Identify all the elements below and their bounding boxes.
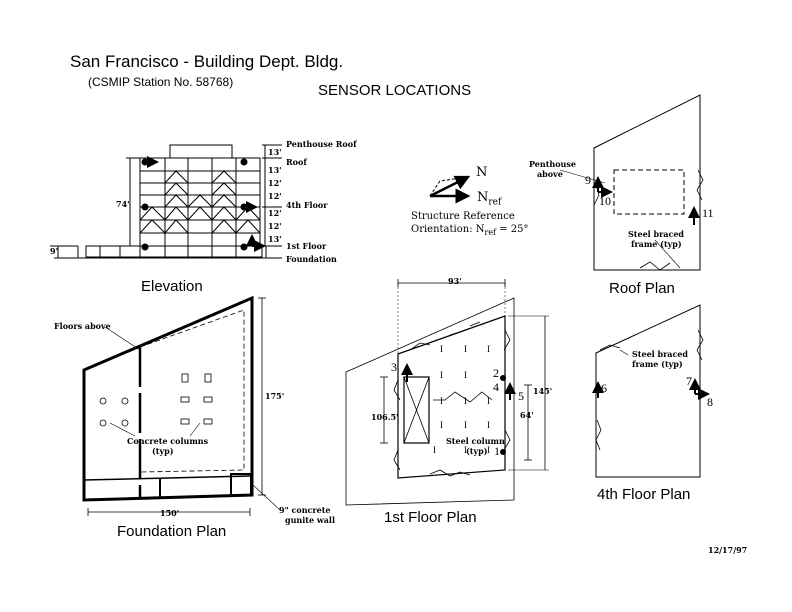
- page-title: San Francisco - Building Dept. Bldg.: [70, 52, 344, 71]
- level-label-penthouse-roof: Penthouse Roof: [286, 139, 357, 149]
- north-label: N: [476, 165, 488, 180]
- first-floor-left-dim: 106.5': [371, 412, 399, 422]
- svg-text:I: I: [464, 344, 467, 354]
- first-floor-inner-dim: 64': [520, 410, 534, 420]
- roof-brace-label-1: Steel braced: [628, 229, 685, 239]
- core-box: [403, 376, 430, 444]
- steel-column-label: Steel column: [446, 436, 505, 446]
- foundation-plan-drawing: [82, 295, 281, 516]
- story-height-1: 13': [268, 147, 282, 157]
- structure-reference-line2: Orientation: Nref = 25°: [411, 224, 529, 237]
- penthouse-outline: [613, 169, 685, 215]
- sensor-11-label: 11: [702, 206, 714, 220]
- penthouse-above-label: above: [537, 169, 563, 179]
- svg-text:I: I: [440, 344, 443, 354]
- foundation-columns: [99, 373, 213, 427]
- roof-plan-caption: Roof Plan: [609, 280, 675, 297]
- roof-sensors: [592, 176, 700, 225]
- structure-reference-line1: Structure Reference: [411, 211, 515, 222]
- level-label-4th-floor: 4th Floor: [286, 200, 328, 210]
- elevation-drawing: [50, 144, 282, 259]
- sensor-3-label: 3: [391, 360, 397, 374]
- nref-label: Nref: [477, 190, 502, 208]
- first-floor-top-dim: 93': [448, 276, 462, 286]
- orientation-arrows: [429, 175, 471, 204]
- penthouse-block: [169, 144, 233, 159]
- first-floor-sensors: [401, 363, 516, 455]
- story-height-7: 13': [268, 234, 282, 244]
- svg-text:I: I: [440, 370, 443, 380]
- sensor-4-label: 4: [493, 380, 499, 394]
- first-floor-plan-caption: 1st Floor Plan: [384, 509, 477, 526]
- sensor-6-label: 6: [601, 381, 607, 395]
- drawing-date: 12/17/97: [708, 545, 748, 555]
- fourth-brace-label-1: Steel braced: [632, 349, 689, 359]
- story-height-6: 12': [268, 221, 282, 231]
- level-label-1st-floor: 1st Floor: [286, 241, 327, 251]
- sensor-2-label: 2: [493, 366, 499, 380]
- fourth-brace-label-2: frame (typ): [632, 359, 683, 369]
- penthouse-label: Penthouse: [529, 159, 576, 169]
- first-floor-columns: I I I I I I I I I I I I I I: [433, 344, 490, 455]
- floors-above-label: Floors above: [54, 321, 111, 331]
- svg-text:I: I: [440, 420, 443, 430]
- total-height-dim: 74': [116, 199, 130, 209]
- svg-text:I: I: [433, 445, 436, 455]
- first-floor-right-dim: 145': [533, 386, 553, 396]
- story-height-5: 12': [268, 208, 282, 218]
- story-height-2: 13': [268, 165, 282, 175]
- sensor-5-label: 5: [518, 389, 524, 403]
- gunite-wall-label-2: gunite wall: [285, 515, 335, 525]
- level-label-foundation: Foundation: [286, 254, 337, 264]
- svg-text:I: I: [487, 344, 490, 354]
- fourth-floor-plan-caption: 4th Floor Plan: [597, 486, 691, 503]
- elevation-sensors: [141, 156, 266, 252]
- steel-column-typ-label: (typ): [466, 446, 488, 456]
- sensor-locations-heading: SENSOR LOCATIONS: [318, 82, 472, 99]
- svg-text:I: I: [464, 396, 467, 406]
- foundation-plan-caption: Foundation Plan: [117, 523, 227, 540]
- story-height-3: 12': [268, 178, 282, 188]
- foundation-width-dim: 150': [160, 508, 180, 518]
- roof-plan-drawing: [559, 94, 704, 271]
- svg-text:I: I: [487, 396, 490, 406]
- svg-text:I: I: [464, 420, 467, 430]
- svg-text:I: I: [487, 420, 490, 430]
- fourth-floor-plan-drawing: [595, 304, 704, 478]
- fourth-floor-sensors: [592, 378, 710, 400]
- station-number: (CSMIP Station No. 58768): [88, 75, 234, 89]
- foundation-height-dim: 175': [265, 391, 285, 401]
- level-label-roof: Roof: [286, 157, 307, 167]
- first-floor-plan-drawing: [345, 279, 549, 506]
- svg-text:I: I: [464, 370, 467, 380]
- roof-brace-label-2: frame (typ): [631, 239, 682, 249]
- story-height-4: 12': [268, 191, 282, 201]
- svg-text:I: I: [440, 396, 443, 406]
- basement-depth-dim: 9': [50, 246, 59, 256]
- svg-text:I: I: [487, 445, 490, 455]
- gunite-wall-label-1: 9" concrete: [279, 505, 331, 515]
- sensor-9-label: 9: [585, 173, 591, 187]
- concrete-columns-typ-label: (typ): [152, 446, 174, 456]
- sensor-8-label: 8: [707, 395, 713, 409]
- svg-text:I: I: [464, 445, 467, 455]
- north-arrow: [429, 175, 471, 198]
- sensor-1-label: 1: [494, 444, 500, 458]
- elevation-caption: Elevation: [141, 278, 203, 295]
- concrete-columns-label: Concrete columns: [127, 436, 209, 446]
